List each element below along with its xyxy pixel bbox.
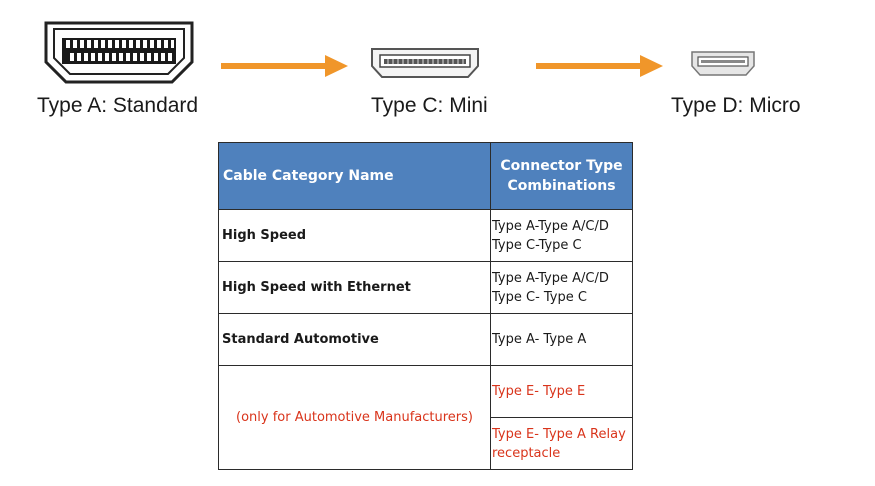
type-a-label: Type A: Standard [37, 94, 199, 117]
row-combos: Type A-Type A/C/D Type C- Type C [490, 261, 633, 314]
hdmi-type-c-connector-icon [371, 48, 479, 78]
combo-line: receptacle [492, 445, 561, 461]
combo-line: Type A-Type A/C/D [492, 218, 609, 234]
type-c-label: Type C: Mini [371, 94, 488, 117]
row-category: Standard Automotive [218, 313, 491, 366]
hdmi-type-a-connector-icon [44, 21, 194, 84]
header-connector-combinations: Connector Type Combinations [490, 142, 633, 210]
row-combos: Type A- Type A [490, 313, 633, 366]
cable-category-table: Cable Category Name Connector Type Combi… [218, 142, 633, 470]
automotive-note: (only for Automotive Manufacturers) [218, 365, 491, 470]
table-row: High Speed Type A-Type A/C/D Type C-Type… [218, 209, 633, 262]
combo-line: Type E- Type E [492, 384, 586, 399]
combo-line: Type A- Type A [492, 332, 587, 347]
combo-line: Type E- Type A Relay [492, 426, 626, 442]
arrow-right-icon [536, 55, 663, 77]
header-combo-line1: Connector Type [500, 158, 623, 174]
table-row: (only for Automotive Manufacturers) Type… [218, 365, 633, 470]
arrow-right-icon [221, 55, 348, 77]
header-cable-category: Cable Category Name [218, 142, 491, 210]
row-category: High Speed with Ethernet [218, 261, 491, 314]
table-header-row: Cable Category Name Connector Type Combi… [218, 142, 633, 210]
row-combos: Type E- Type E [490, 365, 633, 418]
combo-line: Type C-Type C [492, 237, 582, 253]
table-row: Standard Automotive Type A- Type A [218, 313, 633, 366]
table-row: High Speed with Ethernet Type A-Type A/C… [218, 261, 633, 314]
hdmi-type-d-connector-icon [691, 51, 755, 76]
table-row: Type E- Type A Relay receptacle [219, 417, 633, 470]
header-combo-line2: Combinations [507, 178, 616, 194]
row-category: High Speed [218, 209, 491, 262]
row-combos: Type A-Type A/C/D Type C-Type C [490, 209, 633, 262]
combo-line: Type C- Type C [492, 289, 587, 305]
combo-line: Type A-Type A/C/D [492, 270, 609, 286]
type-d-label: Type D: Micro [671, 94, 801, 117]
row-combos: Type E- Type A Relay receptacle [490, 417, 633, 470]
